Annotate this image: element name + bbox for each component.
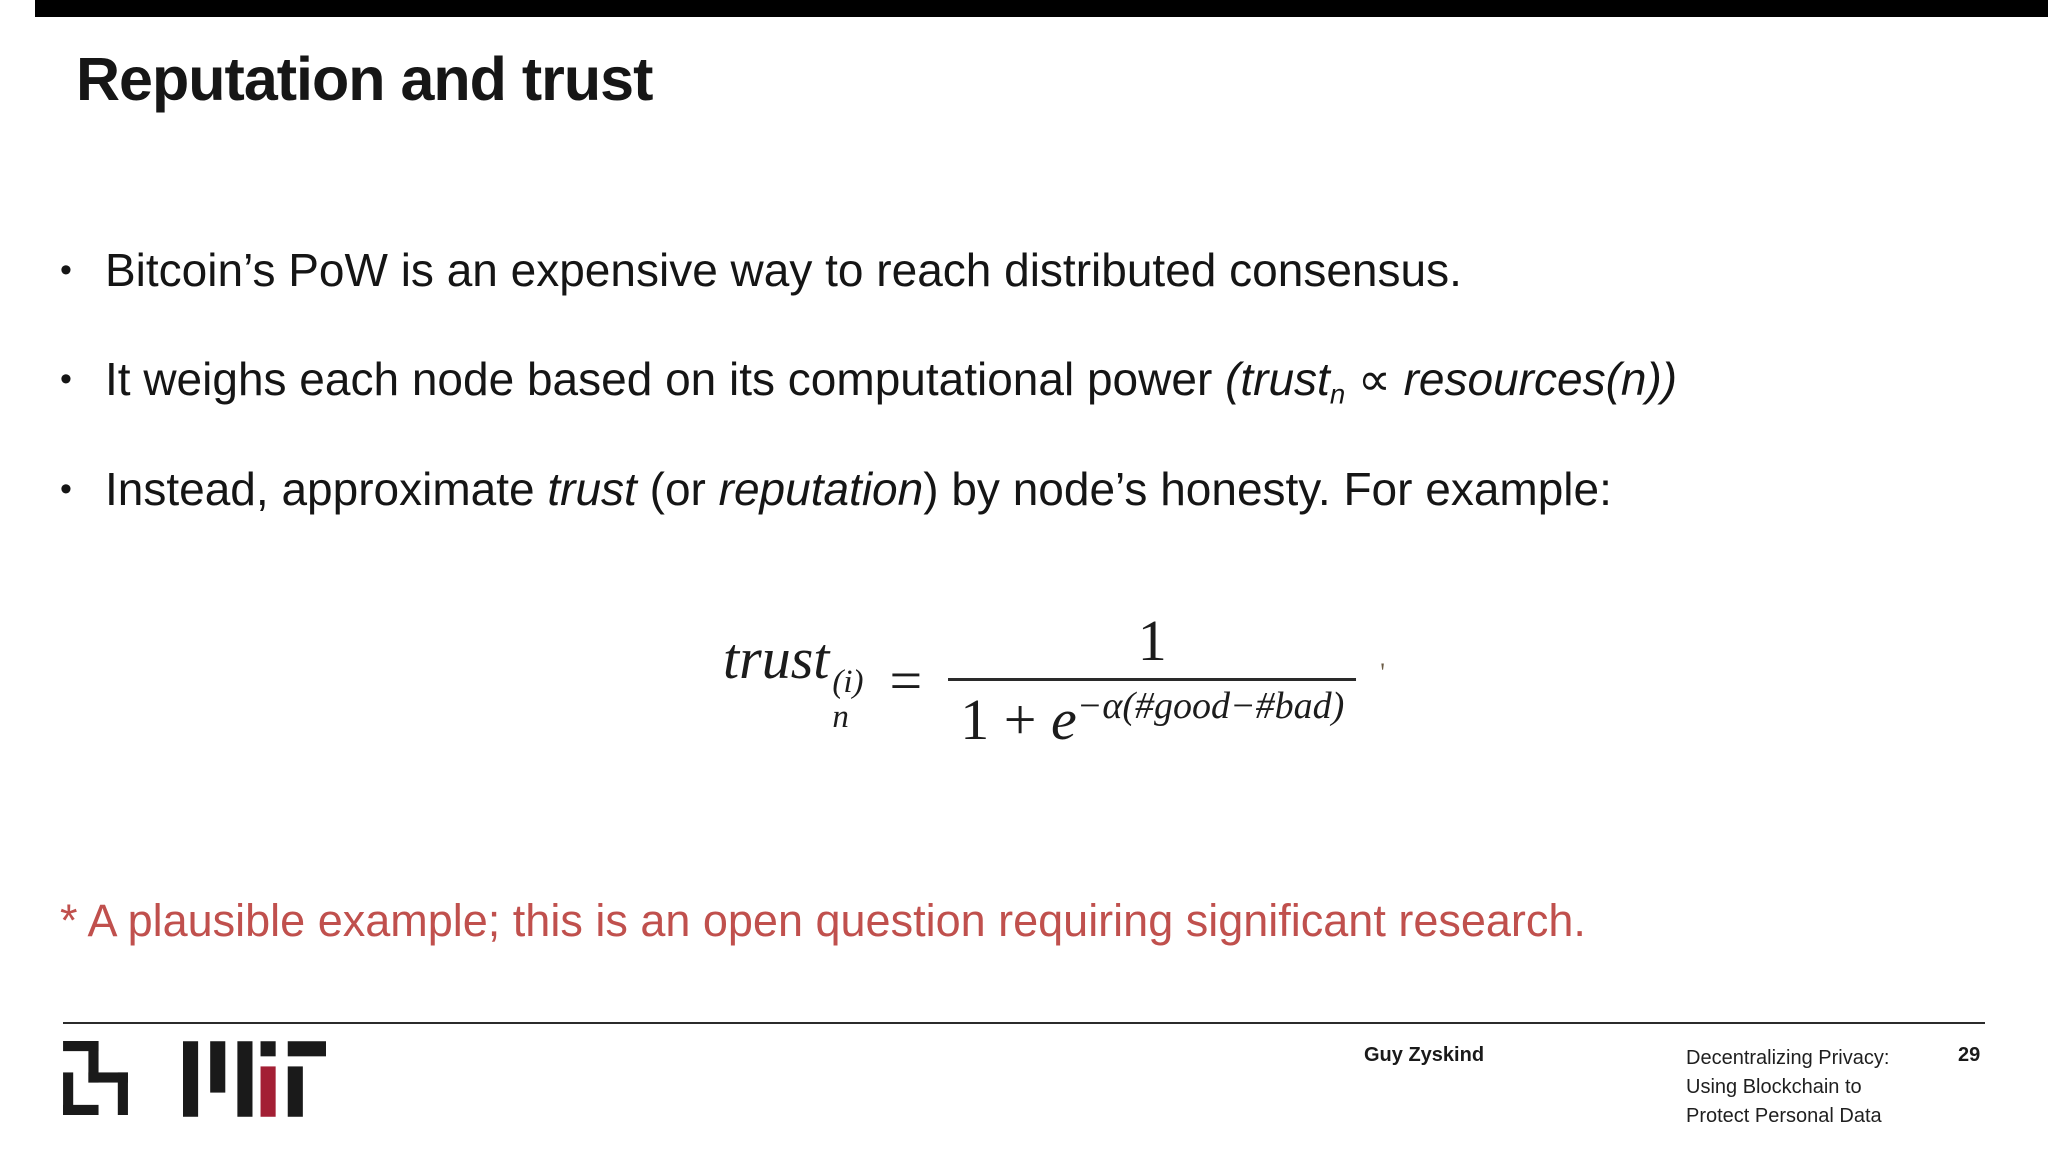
mit-logo — [183, 1041, 326, 1117]
bullet-text: Instead, approximate trust (or reputatio… — [105, 463, 1612, 515]
bullet-dot: • — [60, 251, 72, 289]
top-black-bar — [35, 0, 2048, 17]
footer-divider — [63, 1022, 1985, 1024]
presenter-name: Guy Zyskind — [1364, 1044, 1485, 1066]
page-number: 29 — [1958, 1044, 1981, 1066]
slide-title: Reputation and trust — [76, 45, 653, 113]
formula-denominator: 1 + e−α(#good−#bad) — [948, 678, 1357, 749]
mit-logo-red-bar — [260, 1066, 276, 1117]
formula-fraction: 1 1 + e−α(#good−#bad) — [948, 608, 1357, 749]
bullet-item-3: • Instead, approximate trust (or reputat… — [60, 462, 2028, 516]
bullet-dot: • — [60, 470, 72, 508]
formula-numerator: 1 — [1137, 608, 1167, 673]
deck-title: Decentralizing Privacy: Using Blockchain… — [1686, 1047, 1890, 1127]
footnote-text: * A plausible example; this is an open q… — [60, 895, 1586, 946]
formula-equals: = — [889, 648, 923, 713]
bullet-item-1: • Bitcoin’s PoW is an expensive way to r… — [60, 243, 2028, 297]
formula-supsub: (i)n — [832, 663, 864, 736]
bullet-text: Bitcoin’s PoW is an expensive way to rea… — [105, 244, 1462, 296]
formula-lhs: trust(i)n — [723, 625, 864, 736]
bullet-text: It weighs each node based on its computa… — [105, 353, 1678, 410]
media-lab-logo — [63, 1041, 128, 1115]
formula-artifact-dot: ' — [1380, 657, 1385, 687]
trust-formula: trust(i)n = 1 1 + e−α(#good−#bad) ' — [723, 612, 1385, 749]
bullet-item-2: • It weighs each node based on its compu… — [60, 352, 2028, 411]
bullet-dot: • — [60, 360, 72, 398]
